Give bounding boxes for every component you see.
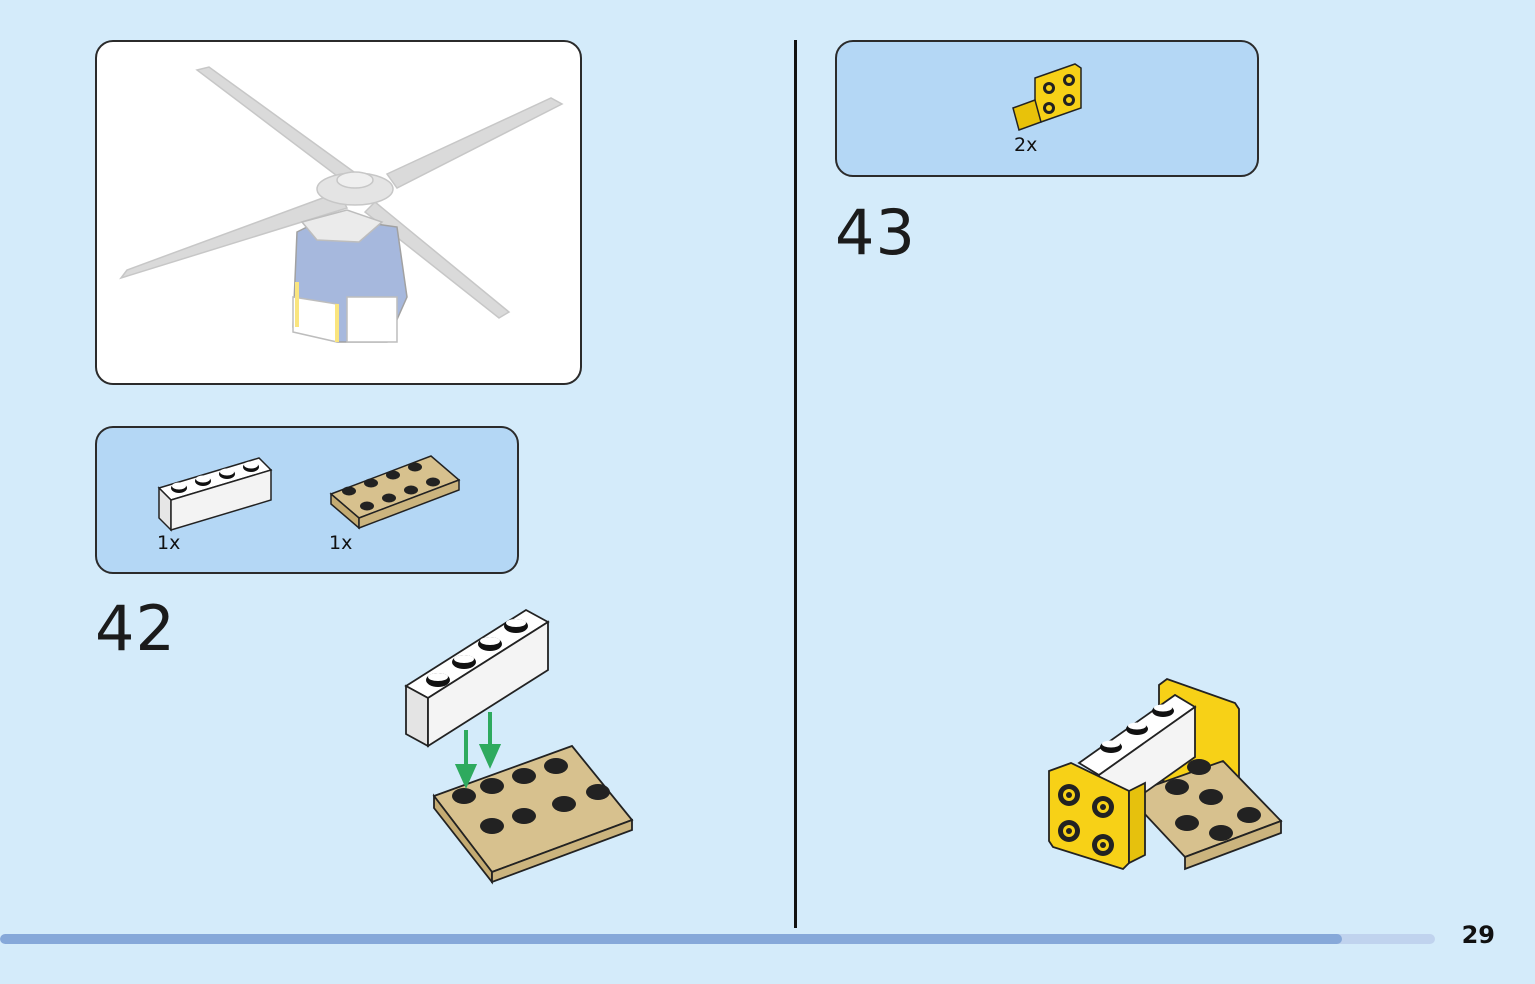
progress-bar-fill: [0, 934, 1342, 944]
tan-plate-2x4-icon: [329, 455, 461, 530]
progress-bar: [0, 934, 1435, 944]
page-number: 29: [1461, 921, 1495, 949]
step-number: 43: [835, 196, 916, 269]
white-brick-1x4-icon: [157, 457, 273, 532]
part-quantity: 1x: [329, 532, 353, 554]
part-quantity: 2x: [1014, 134, 1038, 156]
step-43-parts-panel: 2x: [835, 40, 1259, 177]
part-quantity: 1x: [157, 532, 181, 554]
helicopter-model-icon: [119, 66, 564, 343]
step-42-assembly-icon: [404, 608, 634, 885]
helicopter-preview-box: [95, 40, 582, 385]
page-divider: [794, 40, 797, 928]
step-number: 42: [95, 592, 176, 665]
step-42-parts-panel: 1x 1x: [95, 426, 519, 574]
yellow-bracket-icon: [1012, 63, 1082, 131]
step-43-assembly-icon: [1048, 677, 1283, 871]
